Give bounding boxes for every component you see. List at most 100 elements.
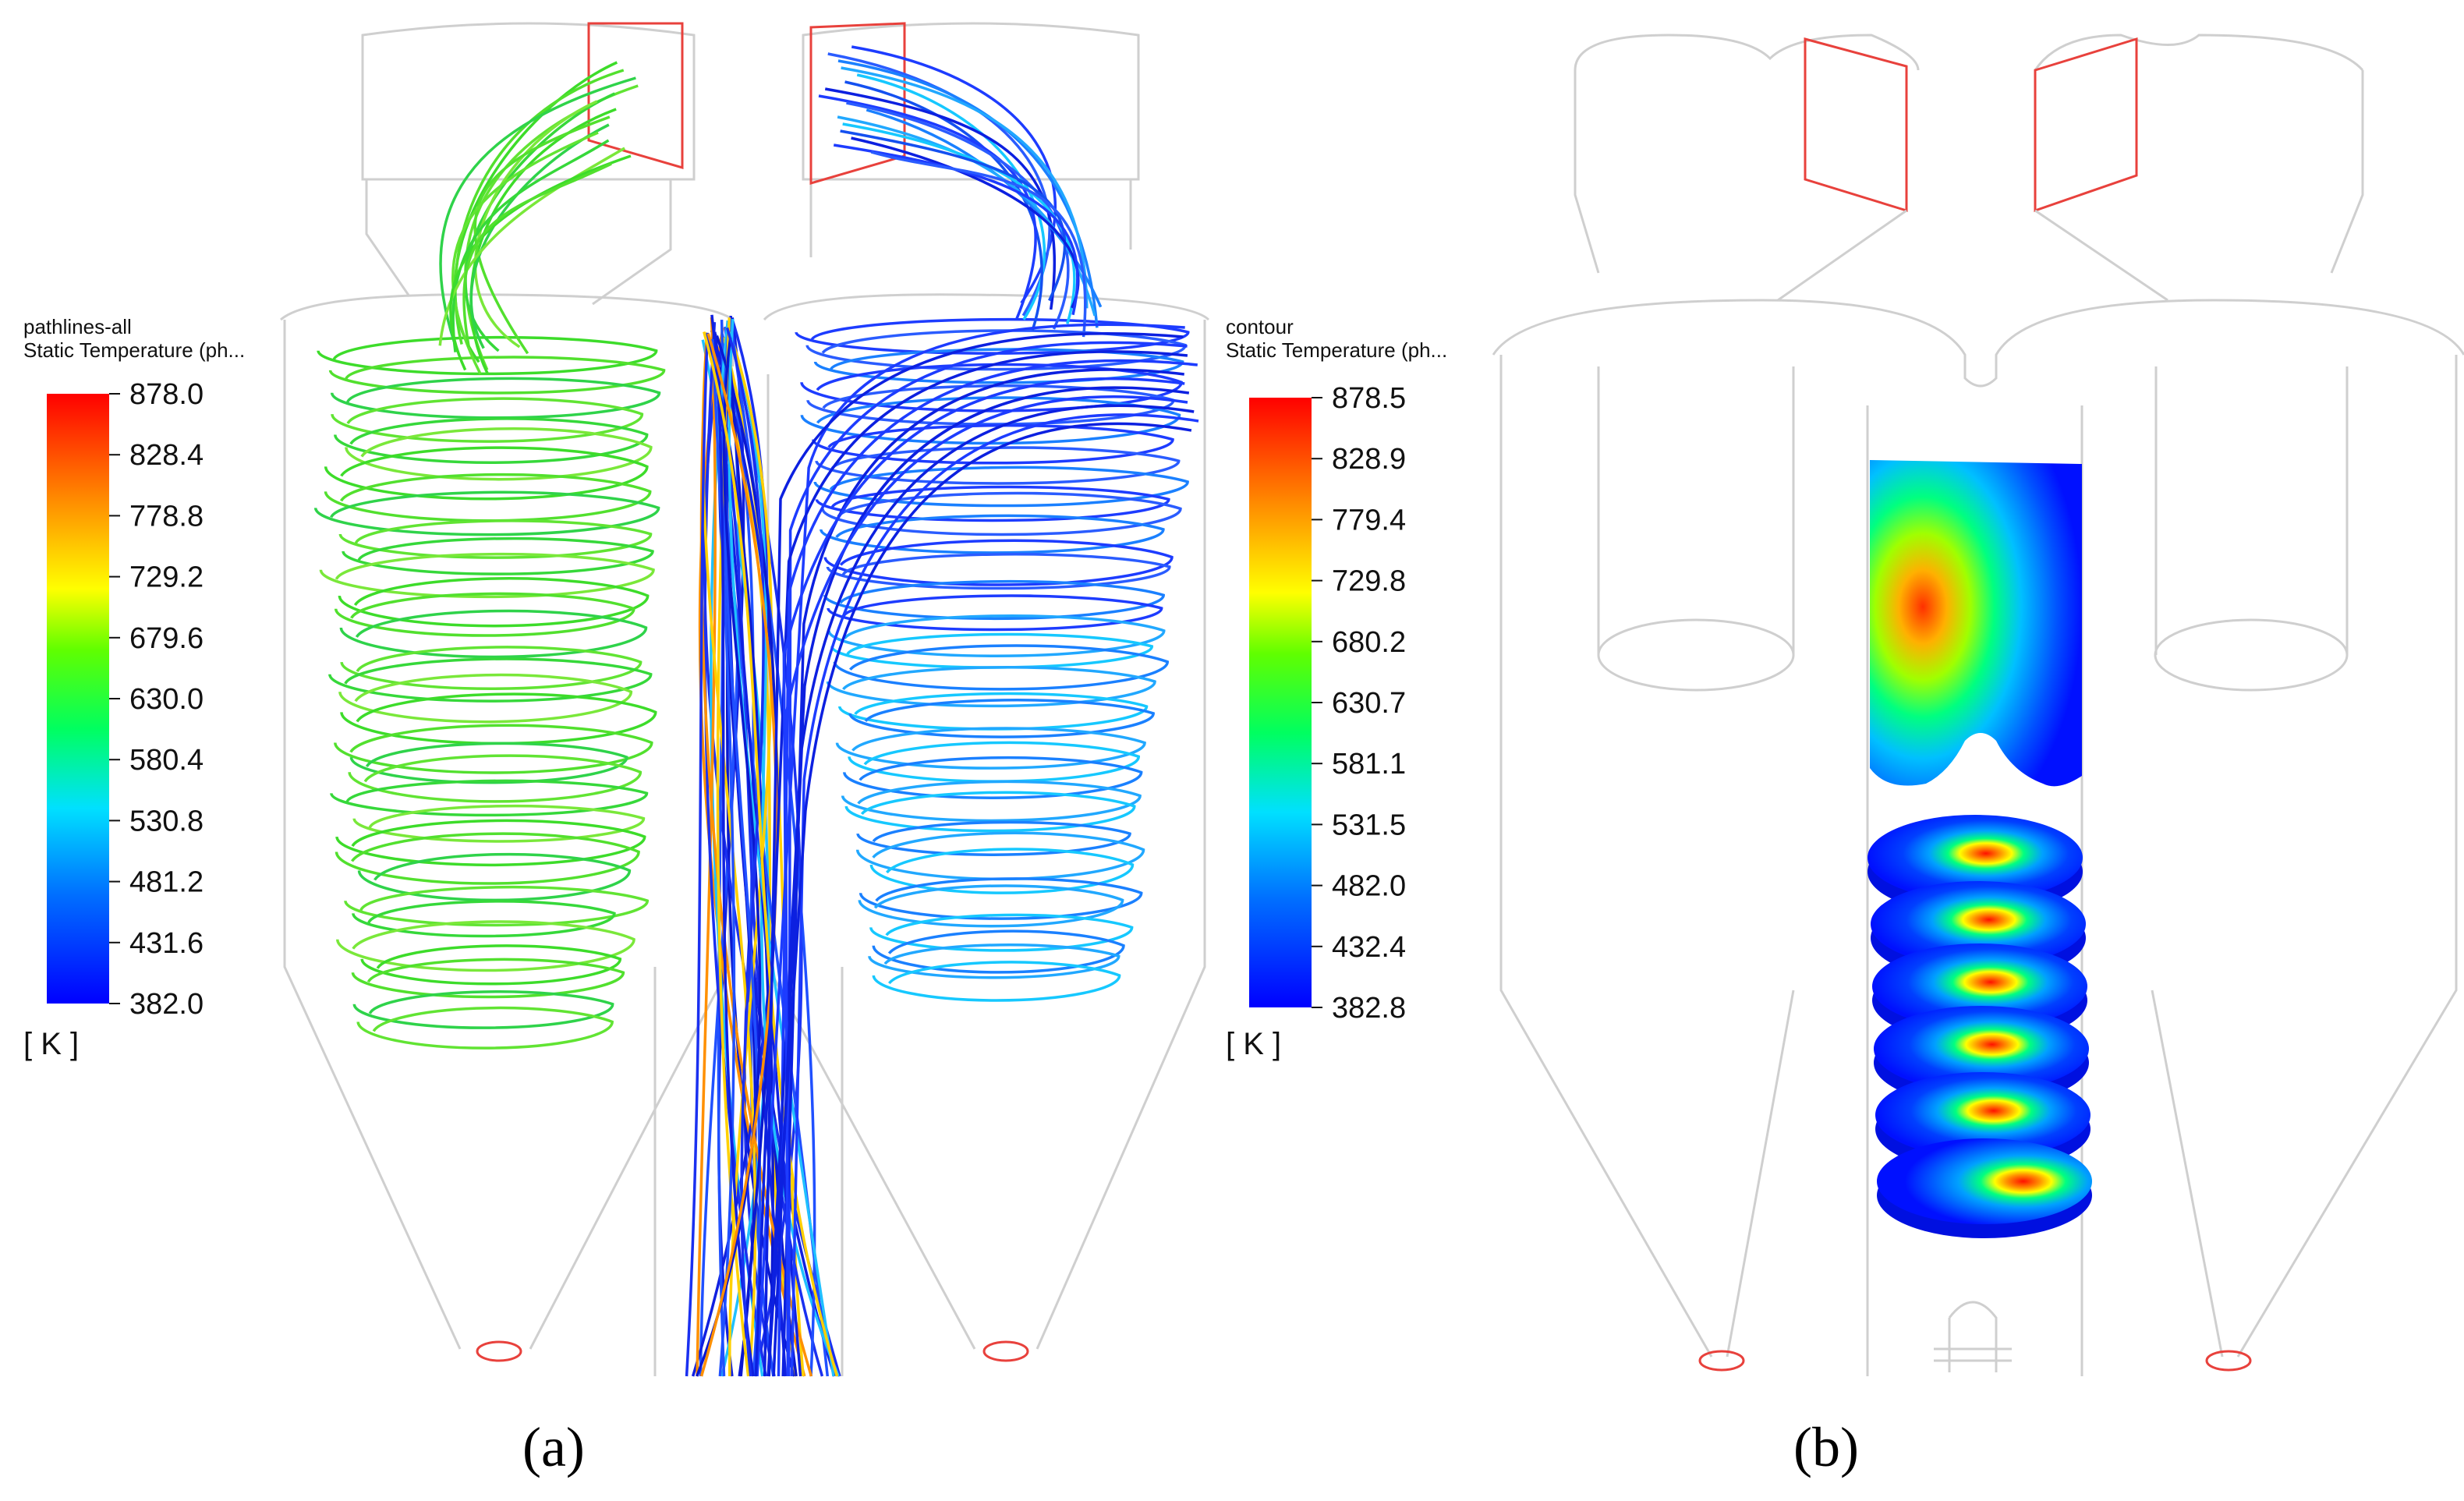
pathline [826, 553, 1171, 590]
panel-a [280, 22, 1210, 1377]
pathline [815, 485, 1170, 522]
pathline [777, 359, 1198, 1377]
pathline [336, 920, 635, 972]
pathline [800, 396, 1181, 445]
pathline [728, 318, 835, 1377]
pathline [805, 329, 1187, 371]
pathline [844, 80, 1043, 331]
pathline [348, 754, 643, 803]
pathline [317, 335, 658, 376]
pathline [855, 831, 1145, 881]
pathline [331, 397, 644, 443]
pathline [781, 368, 1184, 1377]
legend-b-ticks: 878.5828.9779.4729.8680.2630.7581.1531.5… [1312, 382, 1406, 1025]
pathline [830, 632, 1154, 669]
pathline [360, 944, 622, 986]
pathline [462, 162, 612, 348]
contour-disk [1874, 1006, 2089, 1092]
legend-tick-label: 382.0 [129, 988, 204, 1021]
pathline [787, 341, 1188, 1377]
legend-tick-label: 828.9 [1332, 443, 1406, 476]
pathline [699, 337, 813, 1377]
pathline [813, 348, 1184, 384]
pathline [696, 317, 717, 1377]
pathline [766, 422, 1192, 1377]
pathline [728, 335, 774, 1377]
pathline [685, 332, 710, 1377]
pathline [766, 386, 1190, 1377]
pathline [842, 122, 1076, 324]
pathline [827, 614, 1166, 657]
pathline [837, 59, 1099, 328]
pathline [319, 552, 655, 599]
pathline [438, 147, 625, 346]
pathline [330, 377, 661, 420]
legend-a: pathlines-all Static Temperature (ph... … [23, 315, 245, 1061]
legend-b: contour Static Temperature (ph... 878.58… [1226, 315, 1447, 1061]
pathline [843, 756, 1143, 799]
pathline [840, 129, 1067, 302]
pathline [823, 539, 1174, 586]
cyclone-wireframe-b [1492, 34, 2464, 1376]
pathline [784, 395, 1188, 1377]
pathline [324, 473, 652, 522]
legend-b-subtitle: Static Temperature (ph... [1226, 338, 1447, 362]
pathline [339, 609, 648, 659]
legend-tick-label: 878.0 [129, 378, 204, 411]
pathlines-group [313, 45, 1199, 1377]
legend-tick-label: 580.4 [129, 744, 204, 777]
pathline [338, 519, 653, 559]
pathline [469, 123, 610, 349]
legend-tick-label: 630.7 [1332, 687, 1406, 720]
pathline [763, 332, 1184, 1377]
pathline [334, 592, 635, 637]
legend-a-colorbar [47, 394, 109, 1004]
pathline [795, 317, 1190, 355]
pathline [833, 644, 1170, 691]
contour-disk [1867, 815, 2083, 901]
legend-b-colorbar [1249, 398, 1312, 1007]
legend-tick-label: 382.8 [1332, 992, 1406, 1025]
pathline [872, 929, 1125, 974]
pathline [473, 100, 598, 349]
pathline [703, 331, 839, 1377]
contour-plane-vertical [1870, 460, 2082, 787]
legend-tick-label: 828.4 [129, 439, 204, 472]
legend-a-subtitle: Static Temperature (ph... [23, 338, 245, 362]
pathline [806, 384, 1175, 426]
contour-disk [1871, 881, 2086, 967]
pathline [324, 446, 649, 501]
pathline [451, 131, 599, 375]
legend-a-unit: [ K ] [23, 1027, 79, 1061]
pathline [344, 885, 650, 927]
dust-outlet-right-b [2205, 1350, 2252, 1372]
legend-tick-label: 531.5 [1332, 809, 1406, 841]
legend-tick-label: 680.2 [1332, 626, 1406, 659]
contour-disk [1877, 1138, 2092, 1224]
pathline [352, 990, 614, 1029]
legend-tick-label: 482.0 [1332, 870, 1406, 903]
pathline [869, 913, 1134, 952]
pathline [699, 333, 778, 1377]
legend-tick-label: 679.6 [129, 622, 204, 655]
legend-a-title: pathlines-all [23, 315, 132, 338]
legend-tick-label: 729.2 [129, 561, 204, 594]
pathline [342, 536, 654, 575]
pathline [335, 819, 646, 867]
legend-tick-label: 432.4 [1332, 931, 1406, 964]
pathline [345, 427, 653, 481]
legend-tick-label: 581.1 [1332, 748, 1406, 781]
legend-b-title: contour [1226, 315, 1294, 338]
pathline [835, 727, 1146, 770]
pathline [844, 791, 1136, 833]
legend-tick-label: 630.0 [129, 683, 204, 716]
legend-tick-label: 729.8 [1332, 565, 1406, 598]
contour-disks [1867, 815, 2092, 1238]
pathline [858, 884, 1124, 928]
pathline [870, 150, 1087, 338]
inlet-right-a [809, 22, 906, 185]
legend-tick-label: 779.4 [1332, 504, 1406, 536]
caption-a: (a) [522, 1416, 585, 1478]
pathline [868, 943, 1120, 979]
